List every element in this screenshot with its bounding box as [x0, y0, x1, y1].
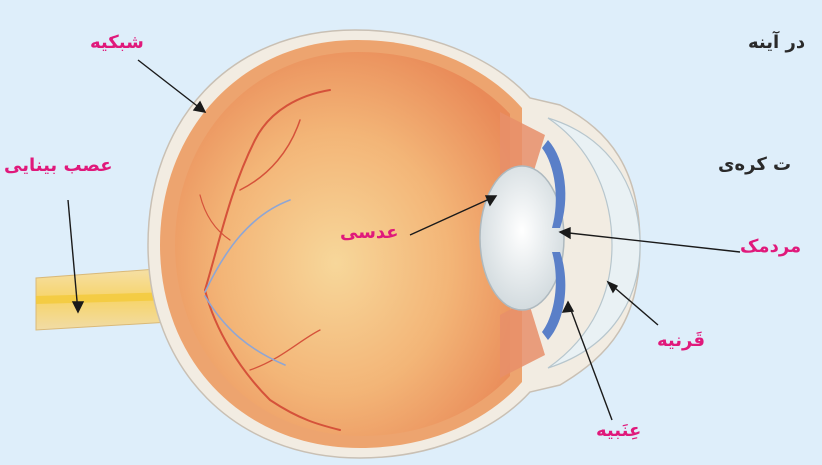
label-optic-nerve: عصب بینایی	[4, 155, 113, 176]
label-pupil: مردمک	[740, 236, 801, 257]
label-retina: شبکیه	[90, 32, 144, 53]
label-iris: عِنَبیه	[596, 420, 641, 441]
side-text-line-2: ت کره‌ی	[718, 154, 791, 175]
side-text-line-1: در آینه	[748, 32, 805, 53]
label-cornea: قَرنیه	[657, 330, 705, 351]
lens	[480, 166, 564, 310]
label-lens: عدسی	[340, 222, 399, 243]
